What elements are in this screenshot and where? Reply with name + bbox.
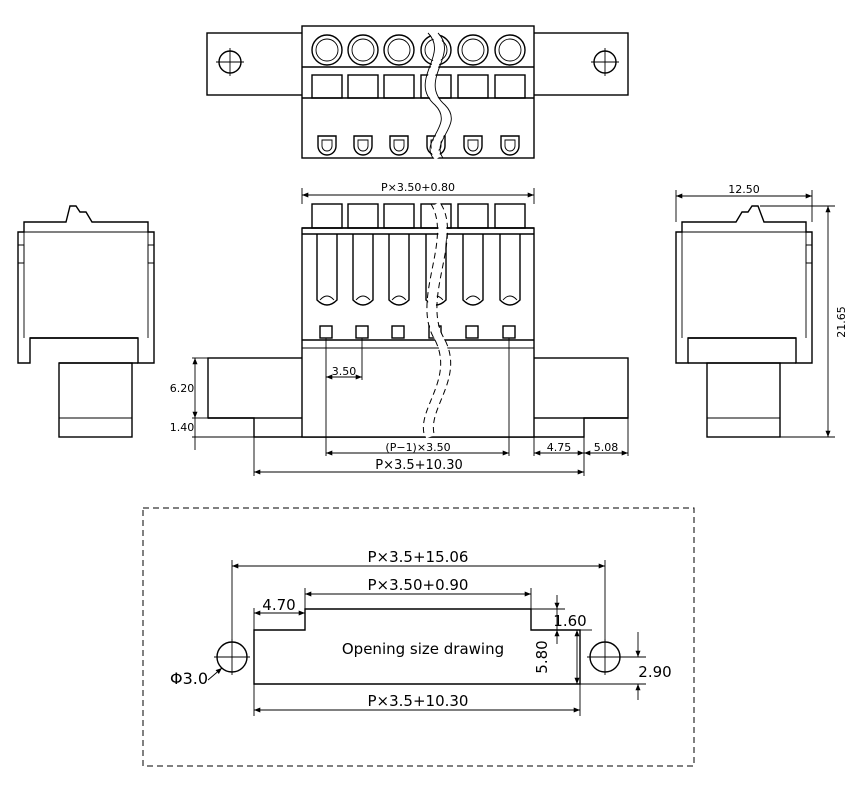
screw-slot-row bbox=[311, 203, 526, 229]
dim-offset-b: 5.08 bbox=[594, 441, 619, 454]
dim-top-width: P×3.50+0.80 bbox=[381, 181, 455, 194]
dim-height-lower: 1.40 bbox=[170, 421, 195, 434]
opening-slot-height: 5.80 bbox=[533, 640, 551, 673]
break-line bbox=[424, 30, 452, 161]
opening-hole-dia: Φ3.0 bbox=[170, 669, 208, 688]
opening-caption: Opening size drawing bbox=[342, 640, 504, 658]
dim-overall-length: P×3.5+10.30 bbox=[375, 458, 463, 473]
opening-hole-offset: 2.90 bbox=[638, 663, 671, 681]
opening-frame bbox=[142, 507, 695, 767]
front-view bbox=[192, 188, 629, 476]
opening-drawing bbox=[142, 507, 695, 767]
opening-bottom: P×3.5+10.30 bbox=[368, 692, 469, 710]
dim-height-upper: 6.20 bbox=[170, 382, 195, 395]
dim-side-width: 12.50 bbox=[728, 183, 760, 196]
break-line bbox=[422, 201, 452, 439]
dim-offset-a: 4.75 bbox=[547, 441, 572, 454]
mounting-hole-icon bbox=[214, 639, 250, 675]
opening-slot-top: P×3.50+0.90 bbox=[368, 576, 469, 594]
right-side-view bbox=[675, 190, 835, 438]
opening-total: P×3.5+15.06 bbox=[368, 548, 469, 566]
opening-step-left: 4.70 bbox=[262, 596, 295, 614]
mounting-hole-icon bbox=[587, 639, 623, 675]
dim-span-pins: (P−1)×3.50 bbox=[385, 441, 450, 454]
plug-body-front bbox=[301, 227, 535, 438]
opening-step-right: 1.60 bbox=[553, 612, 586, 630]
dim-side-height: 21.65 bbox=[835, 306, 848, 338]
top-view bbox=[206, 25, 629, 161]
mounting-hole-icon bbox=[216, 48, 244, 76]
dim-pitch: 3.50 bbox=[332, 365, 357, 378]
terminal-window-row bbox=[311, 74, 526, 99]
mounting-hole-icon bbox=[591, 48, 619, 76]
left-side-view bbox=[17, 205, 155, 438]
